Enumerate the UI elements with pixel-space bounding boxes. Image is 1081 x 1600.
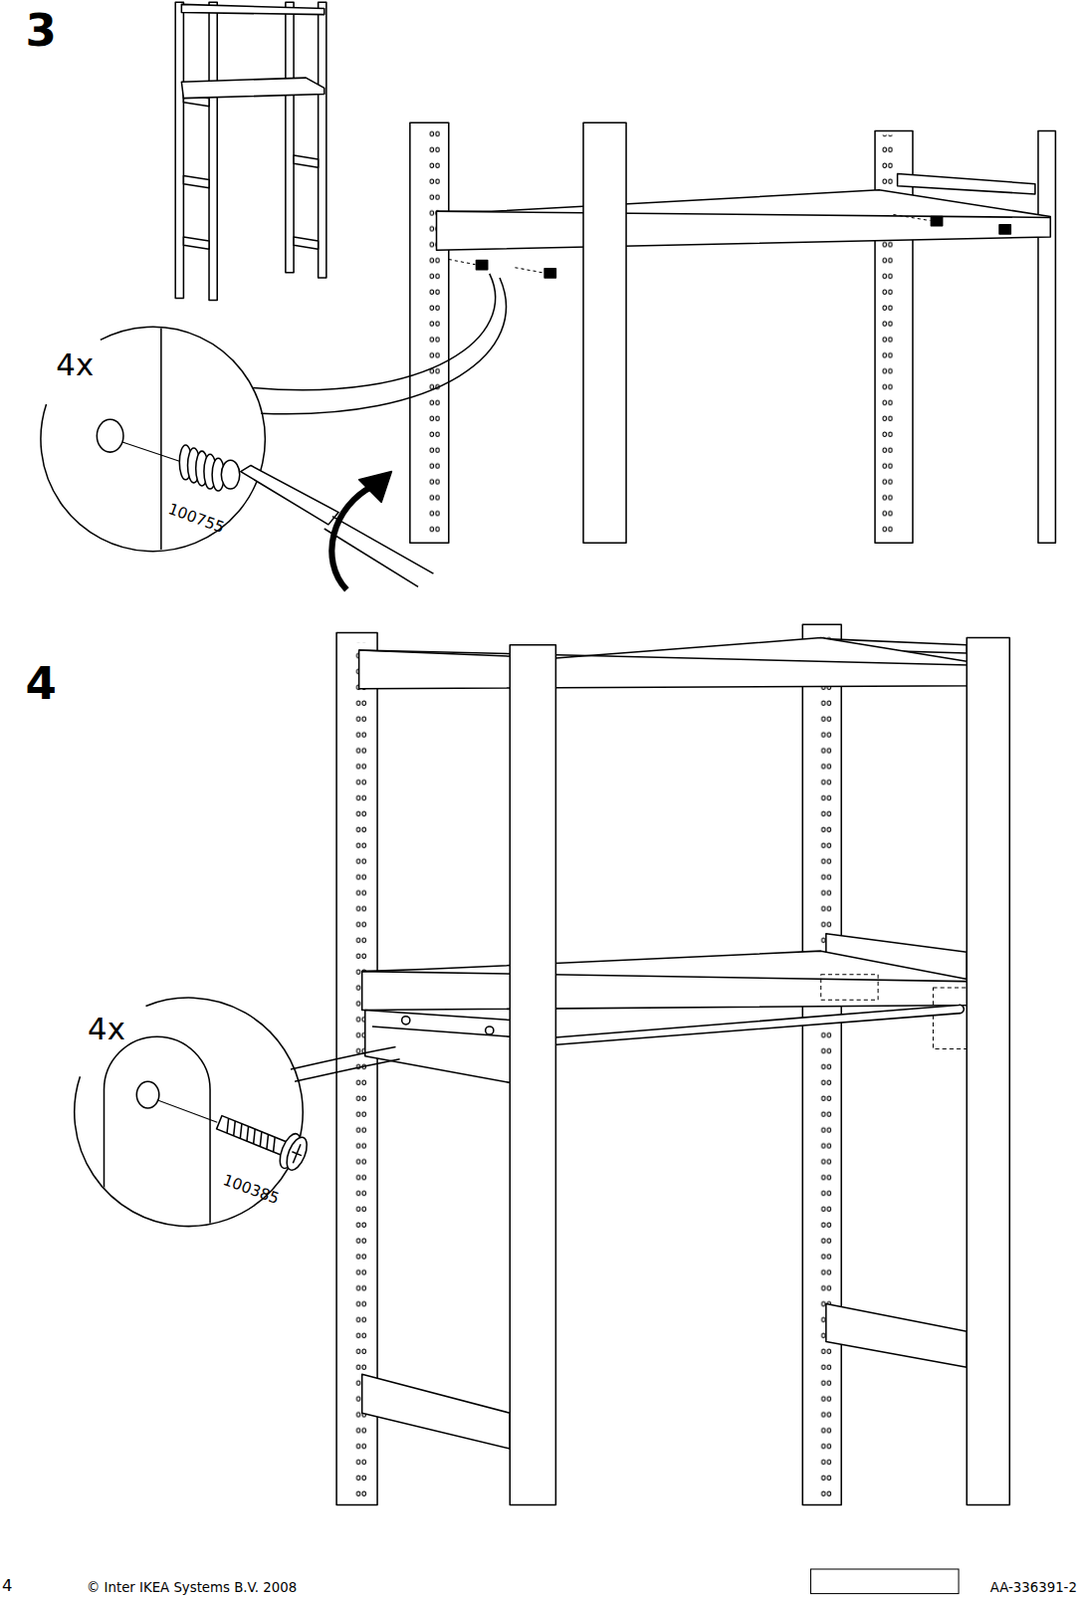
- cam-lock-fitting: [179, 444, 239, 491]
- blank-box: [811, 1568, 960, 1594]
- shelf-frame: [336, 624, 1010, 1505]
- quantity: 4x: [87, 1013, 126, 1045]
- page-number: 4: [1, 1577, 12, 1594]
- step-number: 3: [25, 7, 57, 53]
- cam-dowel: [448, 214, 1012, 278]
- step-4-drawing: [74, 624, 1011, 1505]
- step-number: 4: [25, 660, 57, 706]
- thumbnail-shelf: [175, 1, 327, 300]
- callout-4: [74, 997, 401, 1235]
- step-3-drawing: [40, 1, 1056, 590]
- shelf-frame: [410, 122, 1057, 543]
- copyright: © Inter IKEA Systems B.V. 2008: [86, 1580, 297, 1594]
- quantity: 4x: [55, 349, 94, 381]
- callout-3: [40, 273, 507, 591]
- document-number: AA-336391-2: [990, 1580, 1078, 1594]
- bolt: [212, 1104, 311, 1174]
